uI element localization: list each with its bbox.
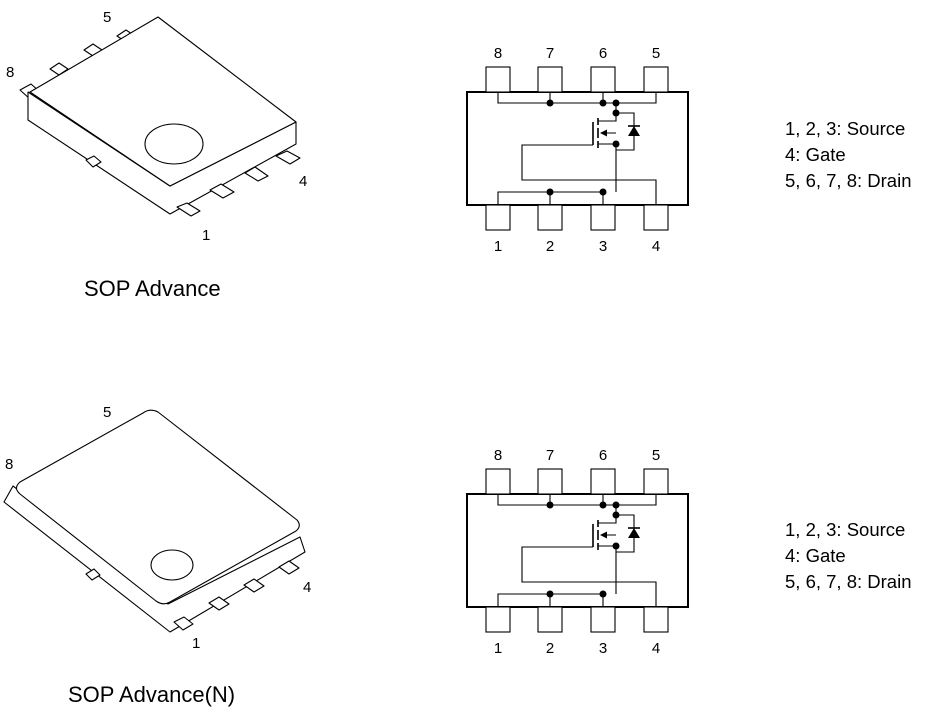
schematic-pin-number-top: 7 [546,447,554,464]
schematic-pin-top [485,468,511,495]
package-name: SOP Advance(N) [68,682,235,707]
schematic-pin-number-bottom: 2 [546,238,554,255]
junction-dot [546,188,554,196]
schematic-pin-top [590,468,616,495]
schematic-pin-number-top: 6 [599,45,607,62]
package-base [3,485,306,633]
schematic-pin-number-bottom: 2 [546,640,554,657]
mosfet-terminals [598,505,617,594]
package-name: SOP Advance [84,276,221,301]
drain-wire [497,494,657,506]
schematic-pin-number-top: 8 [494,447,502,464]
package-pin-label-bottom: 1 [202,227,210,244]
diode-icon [628,126,640,136]
schematic-pin-number-top: 8 [494,45,502,62]
legend-line-drain: 5, 6, 7, 8: Drain [785,571,911,592]
junction-dot [612,140,620,148]
package-pin-label-top: 5 [103,404,111,421]
junction-dot [612,511,620,519]
schematic-pin-number-bottom: 1 [494,640,502,657]
package-pin-label-left: 8 [6,64,14,81]
junction-dot [599,99,607,107]
schematic-pin-top [485,66,511,93]
schematic-pin-number-bottom: 4 [652,640,660,657]
schematic-body [466,493,689,608]
legend-line-source: 1, 2, 3: Source [785,519,905,540]
schematic-pin-number-bottom: 4 [652,238,660,255]
bottom-pins [176,150,301,217]
pinout-schematic-sop-advance-n: 8 1 7 2 6 3 5 4 [466,447,689,657]
pin1-marker [144,123,204,165]
package-pin-label-left: 8 [5,456,13,473]
schematic-pin-number-top: 7 [546,45,554,62]
junction-dot [599,188,607,196]
schematic-pin-number-bottom: 3 [599,640,607,657]
schematic-pin-top [537,468,563,495]
package-body-top [29,16,297,187]
schematic-pin-bottom [485,204,511,231]
package-pin-label-right: 4 [299,173,307,190]
package-pin-label-bottom: 1 [192,635,200,652]
schematic-pin-top [590,66,616,93]
pin1-marker [150,549,194,581]
package-drawing-sop-advance [19,16,301,217]
schematic-pin-top [643,468,669,495]
junction-dot [612,542,620,550]
schematic-pin-bottom [485,606,511,633]
drain-wire [497,92,657,104]
junction-dot [599,590,607,598]
schematic-pin-bottom [537,204,563,231]
schematic-pin-top [537,66,563,93]
schematic-pin-bottom [590,204,616,231]
gate-wire [521,546,657,607]
pinout-schematic-sop-advance: 8 1 7 2 6 3 5 4 [466,45,689,255]
package-pin-label-right: 4 [303,579,311,596]
bottom-pins [85,560,300,631]
legend-line-source: 1, 2, 3: Source [785,118,905,139]
pin-legend-sop-advance-n: 1, 2, 3: Source 4: Gate 5, 6, 7, 8: Drai… [785,519,911,592]
package-drawing-sop-advance-n [3,409,306,633]
junction-dot [546,99,554,107]
gate-wire [521,144,657,205]
junction-dot [612,109,620,117]
diode-icon [628,528,640,538]
junction-dot [612,99,620,107]
schematic-body [466,91,689,206]
schematic-pin-bottom [537,606,563,633]
package-pin-label-top: 5 [103,9,111,26]
mosfet-arrow [600,129,607,137]
junction-dot [599,501,607,509]
schematic-pin-number-top: 5 [652,447,660,464]
schematic-pin-bottom [643,204,669,231]
schematic-pin-bottom [590,606,616,633]
package-body-top [15,409,300,605]
schematic-pin-number-top: 5 [652,45,660,62]
schematic-pin-number-top: 6 [599,447,607,464]
side-tab [85,155,102,168]
junction-dot [546,590,554,598]
mosfet-terminals [598,103,617,192]
legend-line-gate: 4: Gate [785,144,846,165]
schematic-pin-number-bottom: 3 [599,238,607,255]
schematic-pin-top [643,66,669,93]
mosfet-arrow [600,531,607,539]
legend-line-gate: 4: Gate [785,545,846,566]
junction-dot [612,501,620,509]
schematic-pin-number-bottom: 1 [494,238,502,255]
pin-legend-sop-advance: 1, 2, 3: Source 4: Gate 5, 6, 7, 8: Drai… [785,118,911,191]
junction-dot [546,501,554,509]
legend-line-drain: 5, 6, 7, 8: Drain [785,170,911,191]
schematic-pin-bottom [643,606,669,633]
